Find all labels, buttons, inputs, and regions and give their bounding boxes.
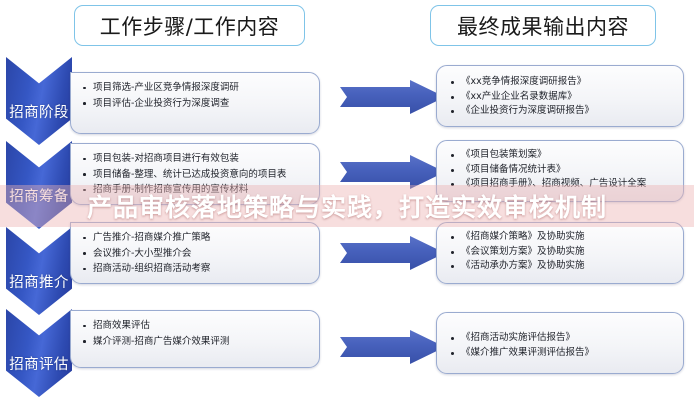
step-item: 招商效果评估 [81, 318, 315, 334]
output-item: 《活动承办方案》及协助实施 [447, 259, 679, 274]
stage-label-1: 招商筹备 [9, 189, 69, 205]
step-list-1: 项目包装-对招商项目进行有效包装 项目储备-整理、统计已达成投资意向的项目表 招… [81, 151, 315, 198]
stage-chevron-1[interactable]: 招商筹备 [6, 141, 72, 229]
flow-arrow-3 [340, 330, 445, 364]
output-item: 《xx产业企业名录数据库》 [447, 90, 679, 105]
output-list-2: 《招商媒介策略》及协助实施 《会议策划方案》及协助实施 《活动承办方案》及协助实… [447, 230, 679, 274]
output-card-0: 《xx竞争情报深度调研报告》 《xx产业企业名录数据库》 《企业投资行为深度调研… [436, 65, 684, 127]
step-item: 项目评估-企业投资行为深度调查 [81, 96, 315, 112]
output-item: 《招商活动实施评估报告》 [447, 331, 679, 346]
step-card-0: 项目筛选-产业区竞争情报深度调研 项目评估-企业投资行为深度调查 [70, 72, 320, 134]
column-header-left: 工作步骤/工作内容 [74, 5, 305, 46]
output-item: 《会议策划方案》及协助实施 [447, 245, 679, 260]
stage-label-3: 招商评估 [9, 357, 69, 373]
stage-label-2: 招商推介 [9, 275, 69, 291]
output-item: 《招商媒介策略》及协助实施 [447, 230, 679, 245]
step-list-3: 招商效果评估 媒介评测-招商广告媒介效果评测 [81, 318, 315, 349]
step-item: 会议推介-大小型推介会 [81, 246, 315, 262]
output-card-2: 《招商媒介策略》及协助实施 《会议策划方案》及协助实施 《活动承办方案》及协助实… [436, 222, 684, 284]
step-list-0: 项目筛选-产业区竞争情报深度调研 项目评估-企业投资行为深度调查 [81, 80, 315, 111]
step-item: 项目储备-整理、统计已达成投资意向的项目表 [81, 167, 315, 183]
step-card-3: 招商效果评估 媒介评测-招商广告媒介效果评测 [70, 310, 320, 368]
step-item: 招商手册-制作招商宣传用的宣传材料 [81, 182, 315, 198]
stage-chevron-2[interactable]: 招商推介 [6, 227, 72, 315]
output-card-1: 《项目包装策划案》 《项目储备情况统计表》 《项目招商手册》、招商视频、广告设计… [436, 140, 684, 202]
output-card-3: 《招商活动实施评估报告》 《媒介推广效果评测评估报告》 [436, 312, 684, 374]
column-header-right: 最终成果输出内容 [430, 5, 656, 46]
step-item: 项目包装-对招商项目进行有效包装 [81, 151, 315, 167]
step-list-2: 广告推介-招商媒介推广策略 会议推介-大小型推介会 招商活动-组织招商活动考察 [81, 230, 315, 277]
step-card-2: 广告推介-招商媒介推广策略 会议推介-大小型推介会 招商活动-组织招商活动考察 [70, 222, 320, 284]
stage-chevron-3[interactable]: 招商评估 [6, 309, 72, 397]
stage-chevron-0[interactable]: 招商阶段 [6, 57, 72, 145]
output-item: 《项目包装策划案》 [447, 148, 679, 163]
output-item: 《企业投资行为深度调研报告》 [447, 104, 679, 119]
output-item: 《xx竞争情报深度调研报告》 [447, 75, 679, 90]
stage-chevron-strip: 招商阶段 招商筹备 招商推介 招商评估 [6, 57, 72, 397]
flow-arrow-0 [340, 80, 445, 114]
output-list-0: 《xx竞争情报深度调研报告》 《xx产业企业名录数据库》 《企业投资行为深度调研… [447, 75, 679, 119]
step-item: 项目筛选-产业区竞争情报深度调研 [81, 80, 315, 96]
output-item: 《项目储备情况统计表》 [447, 163, 679, 178]
step-item: 媒介评测-招商广告媒介效果评测 [81, 334, 315, 350]
step-item: 招商活动-组织招商活动考察 [81, 261, 315, 277]
stage-label-0: 招商阶段 [9, 105, 69, 121]
output-list-1: 《项目包装策划案》 《项目储备情况统计表》 《项目招商手册》、招商视频、广告设计… [447, 148, 679, 192]
step-card-1: 项目包装-对招商项目进行有效包装 项目储备-整理、统计已达成投资意向的项目表 招… [70, 143, 320, 205]
output-list-3: 《招商活动实施评估报告》 《媒介推广效果评测评估报告》 [447, 331, 679, 360]
column-header-left-label: 工作步骤/工作内容 [99, 14, 280, 39]
column-header-right-label: 最终成果输出内容 [457, 14, 629, 39]
output-item: 《媒介推广效果评测评估报告》 [447, 346, 679, 361]
flow-arrow-1 [340, 155, 445, 189]
output-item: 《项目招商手册》、招商视频、广告设计全案 [447, 177, 679, 192]
flow-arrow-2 [340, 236, 445, 270]
step-item: 广告推介-招商媒介推广策略 [81, 230, 315, 246]
